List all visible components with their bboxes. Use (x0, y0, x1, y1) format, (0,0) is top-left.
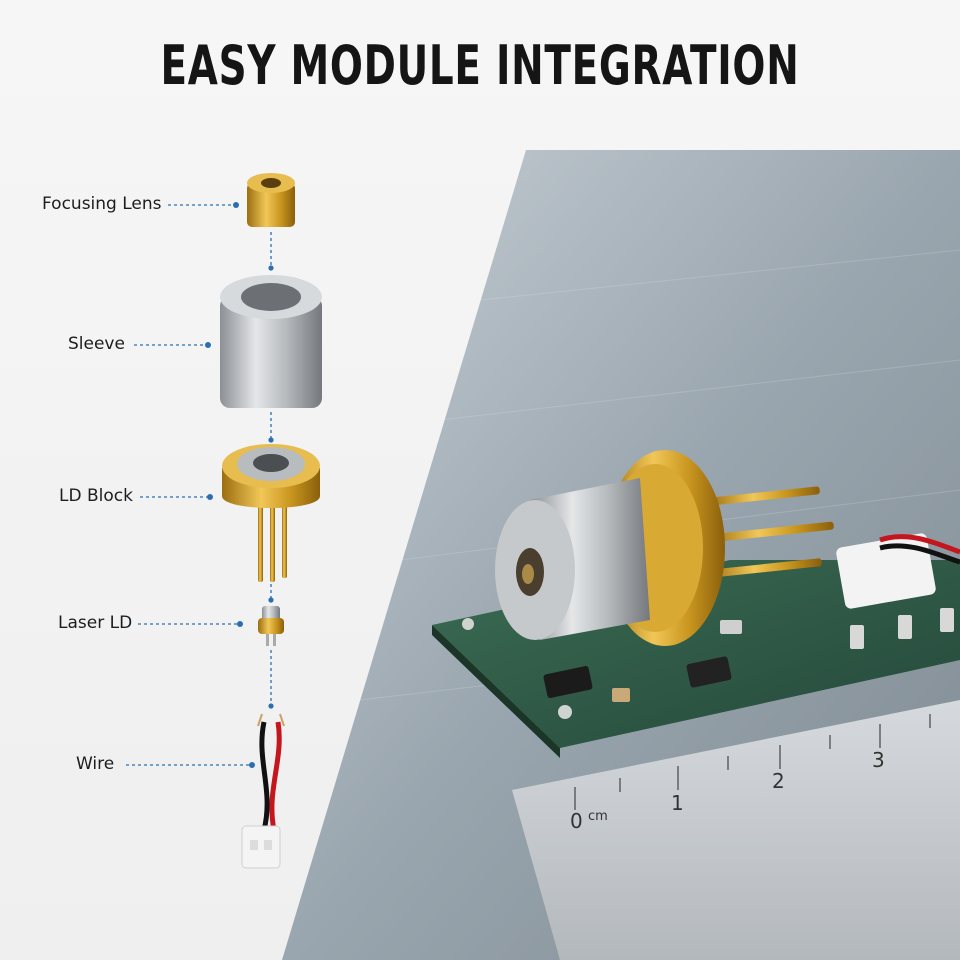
ruler-number-0: 0 (570, 809, 583, 833)
ruler-number-2: 2 (772, 769, 785, 793)
sleeve-art (220, 275, 322, 408)
ruler-number-3: 3 (872, 748, 885, 772)
label-wire: Wire (76, 754, 115, 774)
part-connector-dots (268, 265, 274, 709)
label-sleeve: Sleeve (68, 334, 125, 354)
label-focusing-lens: Focusing Lens (42, 194, 162, 214)
ruler-unit: cm (588, 809, 608, 824)
exploded-parts (126, 173, 322, 869)
page-title: EASY MODULE INTEGRATION (160, 34, 800, 97)
laser-ld-art (258, 606, 284, 646)
ruler-graphic: 0 cm 1 2 3 (512, 700, 960, 960)
label-ld-block: LD Block (59, 486, 133, 506)
wire-art (241, 713, 285, 869)
ruler-number-1: 1 (671, 791, 684, 815)
ruler-ticks (574, 714, 931, 810)
label-leader-dots (205, 202, 255, 768)
label-leader-lines (126, 204, 250, 766)
label-laser-ld: Laser LD (58, 613, 133, 633)
ld-block-art (222, 444, 320, 582)
laser-module-photo (495, 450, 834, 646)
focusing-lens-art (247, 173, 295, 227)
